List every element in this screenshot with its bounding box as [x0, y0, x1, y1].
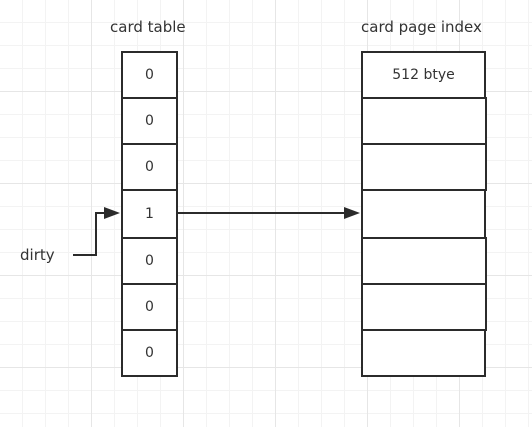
card-page-index-title: card page index [361, 18, 482, 36]
card-table-cell-1: 0 [121, 97, 178, 145]
dirty-label: dirty [20, 246, 55, 264]
card-page-index-cell-2 [361, 143, 487, 191]
card-table-cell-0: 0 [121, 51, 178, 99]
index-arrowhead [344, 207, 360, 219]
card-page-index-cell-3 [361, 189, 486, 239]
dirty-arrowhead [104, 207, 120, 219]
card-page-index-cell-4 [361, 237, 487, 285]
card-table-title: card table [110, 18, 186, 36]
card-page-index-cell-6 [361, 329, 486, 377]
card-page-index-cell-0: 512 btye [361, 51, 486, 99]
card-table-cell-4: 0 [121, 237, 178, 285]
dirty-arrow-line [73, 212, 106, 256]
card-table-cell-6: 0 [121, 329, 178, 377]
